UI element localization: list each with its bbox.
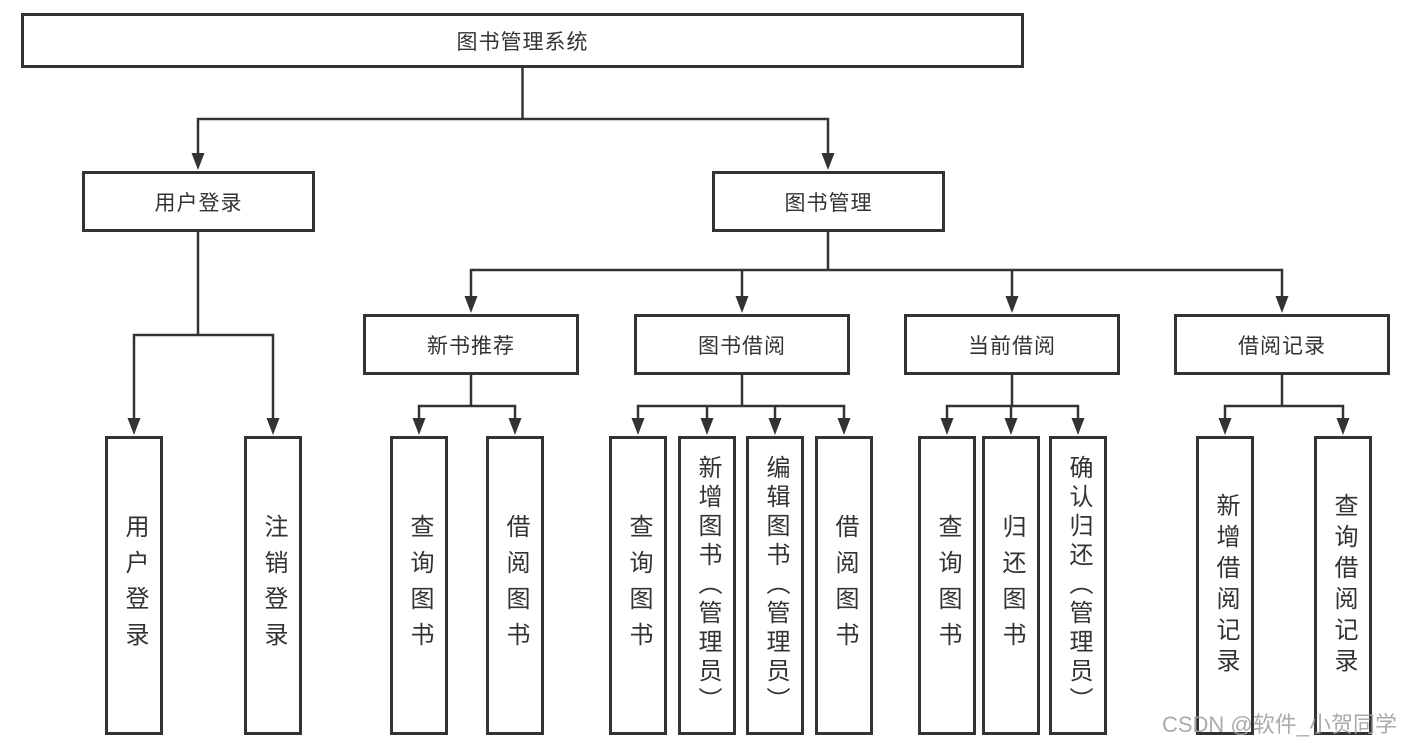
node-borrowing-records-label: 借阅记录 [1238, 334, 1326, 358]
leaf-current-return-books-label: 归还图书 [998, 513, 1025, 658]
node-book-management: 图书管理 [712, 171, 945, 232]
leaf-logout-login-label: 注销登录 [260, 513, 287, 658]
node-new-book-recommend-label: 新书推荐 [427, 334, 515, 358]
node-current-borrowing: 当前借阅 [904, 314, 1120, 375]
leaf-newbook-borrow-books: 借阅图书 [486, 436, 544, 735]
leaf-current-confirm-return-admin: 确认归还（管理员） [1049, 436, 1107, 735]
leaf-borrow-borrow-books-label: 借阅图书 [831, 513, 858, 658]
leaf-newbook-borrow-books-label: 借阅图书 [502, 513, 529, 658]
node-borrowing-records: 借阅记录 [1174, 314, 1390, 375]
node-user-login: 用户登录 [82, 171, 315, 232]
leaf-current-confirm-return-admin-label: 确认归还（管理员） [1065, 455, 1092, 716]
leaf-logout-login: 注销登录 [244, 436, 302, 735]
leaf-borrow-add-books-admin-label: 新增图书（管理员） [694, 455, 721, 716]
leaf-borrow-add-books-admin: 新增图书（管理员） [678, 436, 736, 735]
leaf-user-login: 用户登录 [105, 436, 163, 735]
leaf-user-login-label: 用户登录 [121, 513, 148, 658]
node-book-borrowing-label: 图书借阅 [698, 334, 786, 358]
node-current-borrowing-label: 当前借阅 [968, 334, 1056, 358]
node-user-login-label: 用户登录 [154, 191, 243, 215]
leaf-current-query-books: 查询图书 [918, 436, 976, 735]
leaf-borrow-query-books: 查询图书 [609, 436, 667, 735]
node-book-management-label: 图书管理 [784, 191, 873, 215]
leaf-newbook-query-books: 查询图书 [390, 436, 448, 735]
leaf-borrow-borrow-books: 借阅图书 [815, 436, 873, 735]
arrowhead-icons [127, 153, 1350, 435]
tree-edges [132, 66, 1345, 423]
leaf-current-return-books: 归还图书 [982, 436, 1040, 735]
leaf-newbook-query-books-label: 查询图书 [406, 513, 433, 658]
leaf-borrow-query-books-label: 查询图书 [625, 513, 652, 658]
leaf-current-query-books-label: 查询图书 [934, 513, 961, 658]
leaf-borrow-edit-books-admin-label: 编辑图书（管理员） [762, 455, 789, 716]
leaf-records-add-record-label: 新增借阅记录 [1212, 492, 1239, 679]
node-new-book-recommend: 新书推荐 [363, 314, 579, 375]
node-library-system-label: 图书管理系统 [456, 30, 589, 54]
leaf-records-query-record-label: 查询借阅记录 [1330, 492, 1357, 679]
watermark: CSDN @软件_小贺同学 [1161, 712, 1397, 737]
leaf-records-add-record: 新增借阅记录 [1196, 436, 1254, 735]
leaf-records-query-record: 查询借阅记录 [1314, 436, 1372, 735]
node-library-system: 图书管理系统 [21, 13, 1024, 68]
node-book-borrowing: 图书借阅 [634, 314, 850, 375]
leaf-borrow-edit-books-admin: 编辑图书（管理员） [746, 436, 804, 735]
